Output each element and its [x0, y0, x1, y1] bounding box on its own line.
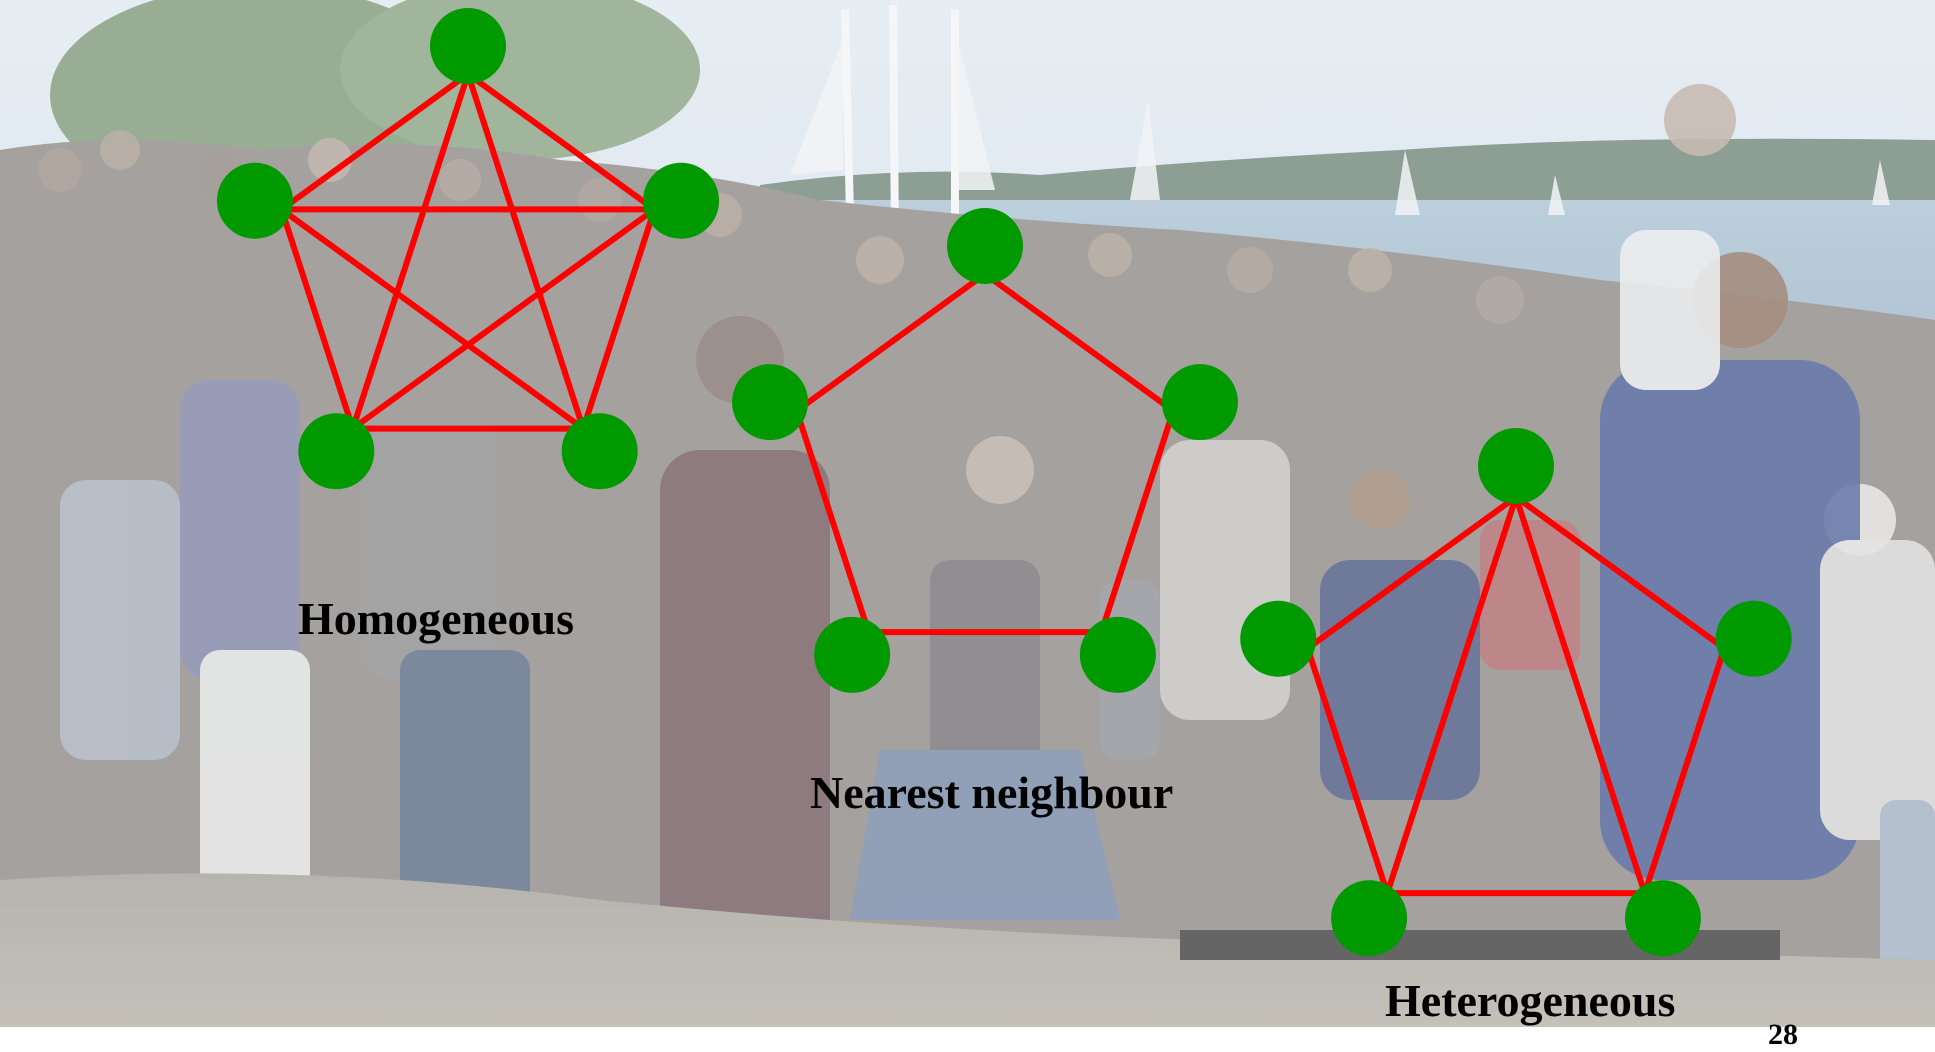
graph-edge [1304, 645, 1391, 897]
graph-node [216, 162, 293, 239]
graph-edge [1098, 407, 1177, 636]
graph-node [430, 8, 506, 84]
graph-node [1624, 880, 1701, 957]
graph-edge [1513, 494, 1728, 652]
graph-node [1079, 616, 1156, 693]
graph-node [1331, 880, 1408, 957]
graph-node [1478, 428, 1554, 504]
graph-edge [349, 206, 658, 432]
sailboat-masts [841, 4, 959, 241]
graph-edge [278, 206, 587, 432]
graph-node [732, 364, 809, 441]
graph-edge [349, 71, 471, 432]
graph-edge [1384, 494, 1519, 897]
graph-edge [793, 407, 872, 636]
graph-node [643, 162, 720, 239]
crowd-photo-background [0, 0, 1935, 1027]
graph-node [1715, 600, 1792, 677]
graph-node [1161, 364, 1238, 441]
graph-edge [1641, 645, 1728, 897]
graph-1 [732, 208, 1238, 693]
graph-node [947, 208, 1023, 284]
label-nearest-neighbour: Nearest neighbour [810, 767, 1174, 818]
graph-node [561, 413, 638, 490]
graph-2 [1240, 428, 1792, 957]
graph-edge [982, 271, 1177, 414]
graph-0 [216, 8, 720, 490]
graph-edge [1304, 494, 1519, 652]
graph-edge [793, 271, 988, 414]
graph-diagrams [216, 8, 1792, 957]
graph-edge [278, 206, 356, 432]
graph-edge [465, 71, 658, 213]
label-homogeneous: Homogeneous [298, 593, 574, 644]
graph-node [298, 413, 375, 490]
graph-edge [278, 71, 471, 213]
graph-node [1240, 600, 1317, 677]
page-number: 28 [1768, 1018, 1798, 1051]
graph-edge [580, 206, 658, 432]
graph-node [814, 616, 891, 693]
label-heterogeneous: Heterogeneous [1385, 975, 1676, 1026]
graph-edge [1513, 494, 1648, 897]
graph-edge [465, 71, 587, 432]
